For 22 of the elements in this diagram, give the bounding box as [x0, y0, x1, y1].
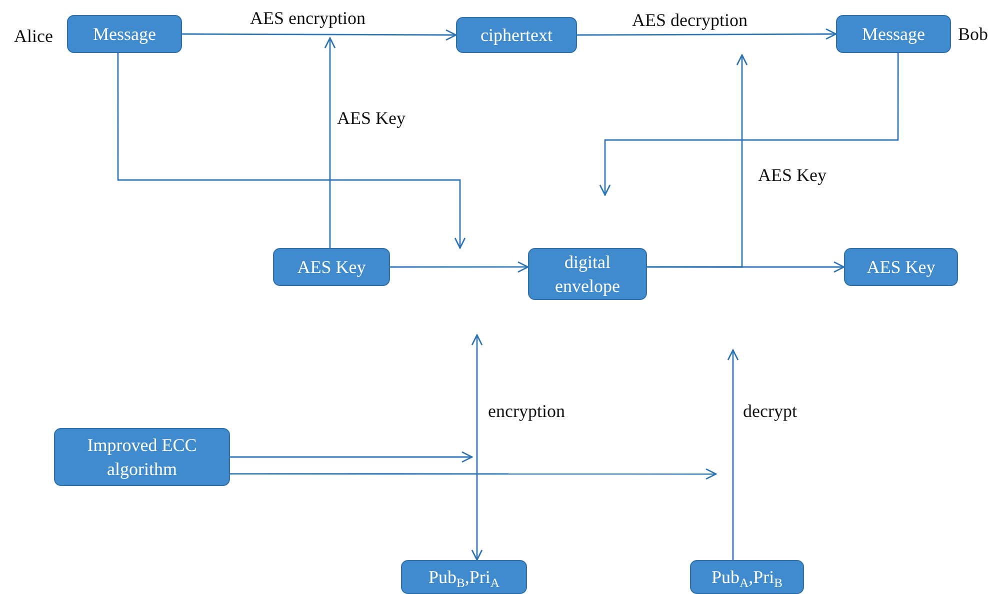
process-box: AES Key: [273, 248, 390, 286]
process-box: digital envelope: [528, 248, 647, 300]
arrow: [599, 53, 899, 196]
arrow: [230, 468, 717, 480]
process-box: Improved ECC algorithm: [54, 428, 230, 486]
arrow: [577, 28, 837, 40]
arrow: [324, 37, 336, 248]
arrow: [647, 54, 748, 268]
arrow: [117, 53, 466, 249]
process-box: Pub$_{B}$,Pri$_{A}$: [401, 560, 527, 594]
process-box: Message: [836, 15, 951, 53]
arrow: [182, 29, 457, 41]
party-label: Bob: [958, 24, 988, 45]
arrow: [471, 334, 483, 561]
party-label: Alice: [14, 26, 53, 47]
process-box: Pub$_{A}$,Pri$_{B}$: [690, 560, 804, 594]
arrow: [230, 451, 473, 463]
arrow: [390, 261, 529, 273]
process-box: AES Key: [844, 248, 958, 286]
arrow: [727, 349, 739, 560]
process-box: ciphertext: [456, 17, 577, 53]
process-box: Message: [67, 15, 182, 53]
